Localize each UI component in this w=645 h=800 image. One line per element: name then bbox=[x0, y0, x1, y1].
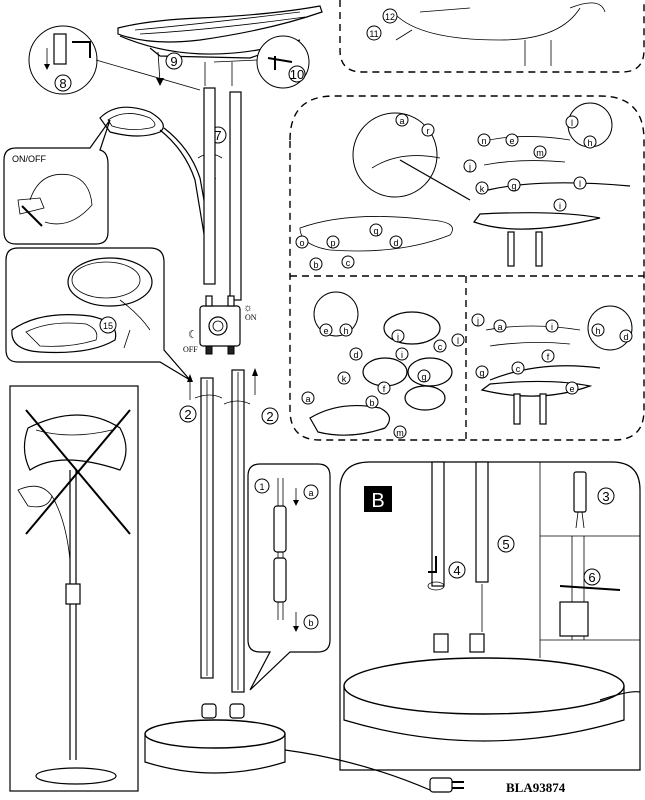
step-8-label: 8 bbox=[59, 76, 66, 91]
top-right-panel bbox=[339, 0, 645, 73]
letter-l-2: l bbox=[579, 179, 581, 189]
letter-o: o bbox=[299, 238, 304, 248]
switch-off-label: OFF bbox=[183, 345, 198, 354]
panel-b-frame bbox=[339, 461, 641, 771]
panel-b-badge bbox=[364, 486, 392, 512]
letter-i-3: i bbox=[551, 322, 553, 332]
center-poles bbox=[199, 87, 245, 693]
top-right-detail bbox=[394, 2, 606, 66]
letter-j-2: j bbox=[396, 332, 399, 342]
step-3-label: 3 bbox=[602, 489, 609, 504]
letter-j-1: j bbox=[468, 162, 471, 172]
lamp-base bbox=[144, 703, 464, 793]
letter-c-1: c bbox=[346, 258, 351, 268]
letter-h-2: h bbox=[343, 326, 348, 336]
reading-arm bbox=[99, 106, 211, 241]
step-15-label: 15 bbox=[103, 321, 113, 331]
letter-h-1: h bbox=[587, 138, 592, 148]
on-off-bubble bbox=[3, 119, 111, 245]
letter-n: n bbox=[481, 136, 486, 146]
step-1-label: 1 bbox=[259, 482, 264, 492]
letter-b-1: b bbox=[313, 260, 318, 270]
step-5-label: 5 bbox=[502, 537, 509, 552]
shade-assembly-upper bbox=[299, 102, 631, 267]
letter-e-1: e bbox=[509, 136, 514, 146]
letter-b-2: b bbox=[369, 398, 374, 408]
letter-f-1: f bbox=[383, 384, 386, 394]
moon-icon: ☾ bbox=[188, 329, 198, 341]
letter-h-3: h bbox=[595, 326, 600, 336]
step-12-label: 12 bbox=[385, 12, 395, 22]
step-11-label: 11 bbox=[369, 29, 378, 39]
step-15-bubble bbox=[5, 247, 191, 381]
letter-d-1: d bbox=[393, 238, 398, 248]
letter-g-3: g bbox=[479, 368, 484, 378]
letter-e-2: e bbox=[323, 326, 328, 336]
letter-p: p bbox=[330, 238, 335, 248]
crossed-lamp-panel bbox=[9, 385, 139, 792]
step-6-label: 6 bbox=[588, 570, 595, 585]
letter-d-3: d bbox=[623, 332, 628, 342]
letter-a-3: a bbox=[497, 322, 502, 332]
step-9-badge bbox=[165, 52, 183, 70]
switch-on-label: ON bbox=[245, 313, 257, 322]
letter-g-1: g bbox=[511, 181, 516, 191]
letter-a-1: a bbox=[399, 116, 404, 126]
letter-m-2: m bbox=[396, 428, 404, 438]
letter-e-3: e bbox=[569, 384, 574, 394]
step-10-label: 10 bbox=[290, 67, 304, 82]
letter-j-3: j bbox=[476, 316, 479, 326]
shade-assembly-lower-left bbox=[309, 291, 453, 436]
letter-c-3: c bbox=[516, 364, 521, 374]
panel-b-label: B bbox=[371, 490, 384, 512]
letter-i-2: i bbox=[401, 350, 403, 360]
letter-m-1: m bbox=[536, 148, 544, 158]
sun-icon: ☼ bbox=[243, 302, 253, 314]
letter-l-3: l bbox=[457, 336, 459, 346]
step-4-label: 4 bbox=[453, 563, 460, 578]
step-7-label: 7 bbox=[214, 128, 221, 143]
letter-k-1: k bbox=[480, 184, 485, 194]
letter-d-2: d bbox=[353, 350, 358, 360]
sub-assembly-panel bbox=[289, 95, 645, 441]
letter-l-1: l bbox=[571, 118, 573, 128]
on-off-label: ON/OFF bbox=[12, 154, 46, 164]
letter-r: r bbox=[427, 126, 430, 136]
step-9-label: 9 bbox=[170, 54, 177, 69]
letter-g-2: g bbox=[421, 372, 426, 382]
letter-k-2: k bbox=[342, 374, 347, 384]
letter-f-2: f bbox=[547, 352, 550, 362]
cable-bubble bbox=[247, 463, 331, 691]
panel-b-assembly bbox=[343, 461, 641, 742]
step-2a-label: 2 bbox=[184, 407, 191, 422]
cable-letter-b: b bbox=[308, 618, 313, 628]
cable-letter-a: a bbox=[308, 488, 313, 498]
letter-a-2: a bbox=[305, 394, 310, 404]
step-8-detail bbox=[28, 25, 201, 95]
product-code: BLA93874 bbox=[506, 780, 566, 795]
letter-q: q bbox=[373, 226, 378, 236]
letter-i-1: i bbox=[559, 201, 561, 211]
letter-c-2: c bbox=[438, 342, 443, 352]
step-2b-label: 2 bbox=[266, 409, 273, 424]
